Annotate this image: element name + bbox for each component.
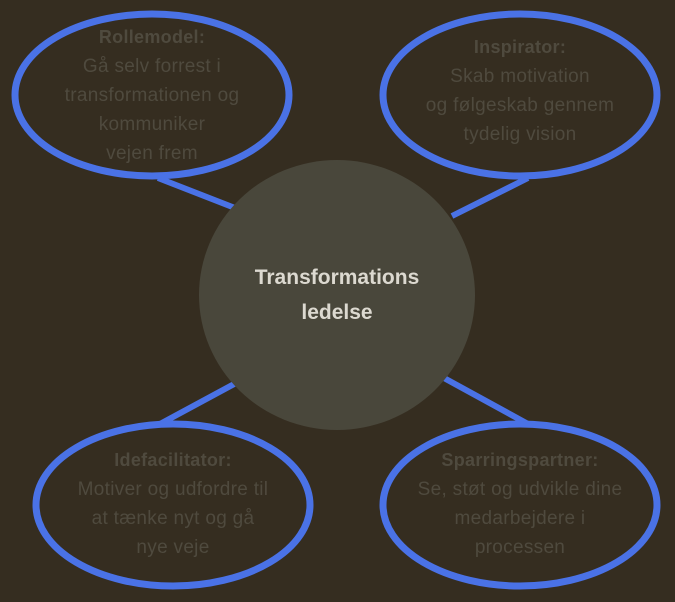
ellipse-inspirator: [379, 10, 661, 180]
ellipse-sparringspartner: [379, 420, 661, 590]
center-node: Transformations ledelse: [199, 160, 475, 430]
node-text-line: vejen frem: [106, 142, 198, 164]
node-title: Sparringspartner:: [441, 450, 599, 470]
node-inspirator: Inspirator: Skab motivation og følgeskab…: [383, 17, 657, 165]
node-text-line: Gå selv forrest i: [82, 55, 222, 77]
node-text-line: Se, støt og udvikle dine: [417, 479, 623, 500]
node-sparringspartner: Sparringspartner: Se, støt og udvikle di…: [383, 430, 657, 578]
node-text-line: nye veje: [136, 537, 210, 558]
node-text-line: kommuniker: [98, 113, 206, 135]
connector-inspirator: [450, 175, 530, 219]
node-title: Idefacilitator:: [114, 450, 232, 470]
node-text-line: at tænke nyt og gå: [91, 508, 255, 529]
node-title: Inspirator:: [473, 37, 567, 57]
node-text-line: medarbejdere i: [454, 508, 586, 529]
center-label-line-2: ledelse: [301, 301, 373, 324]
connector-sparringspartner: [442, 375, 530, 427]
node-rollemodel: Rollemodel: Gå selv forrest i transforma…: [15, 10, 289, 180]
connector-rollemodel: [156, 175, 237, 211]
node-text-line: Skab motivation: [450, 66, 590, 87]
node-text-line: Motiver og udfordre til: [77, 479, 269, 500]
node-text-line: processen: [474, 537, 566, 558]
node-text-line: tydelig vision: [463, 124, 577, 145]
node-text-line: transformationen og: [64, 84, 240, 106]
center-label-line-1: Transformations: [254, 266, 420, 289]
ellipse-rollemodel: [11, 10, 293, 180]
node-idefacilitator: Idefacilitator: Motiver og udfordre til …: [36, 430, 310, 578]
node-text-line: og følgeskab gennem: [425, 95, 615, 116]
ellipse-idefacilitator: [32, 420, 314, 590]
node-title: Rollemodel:: [98, 26, 206, 47]
connector-idefacilitator: [158, 380, 238, 427]
